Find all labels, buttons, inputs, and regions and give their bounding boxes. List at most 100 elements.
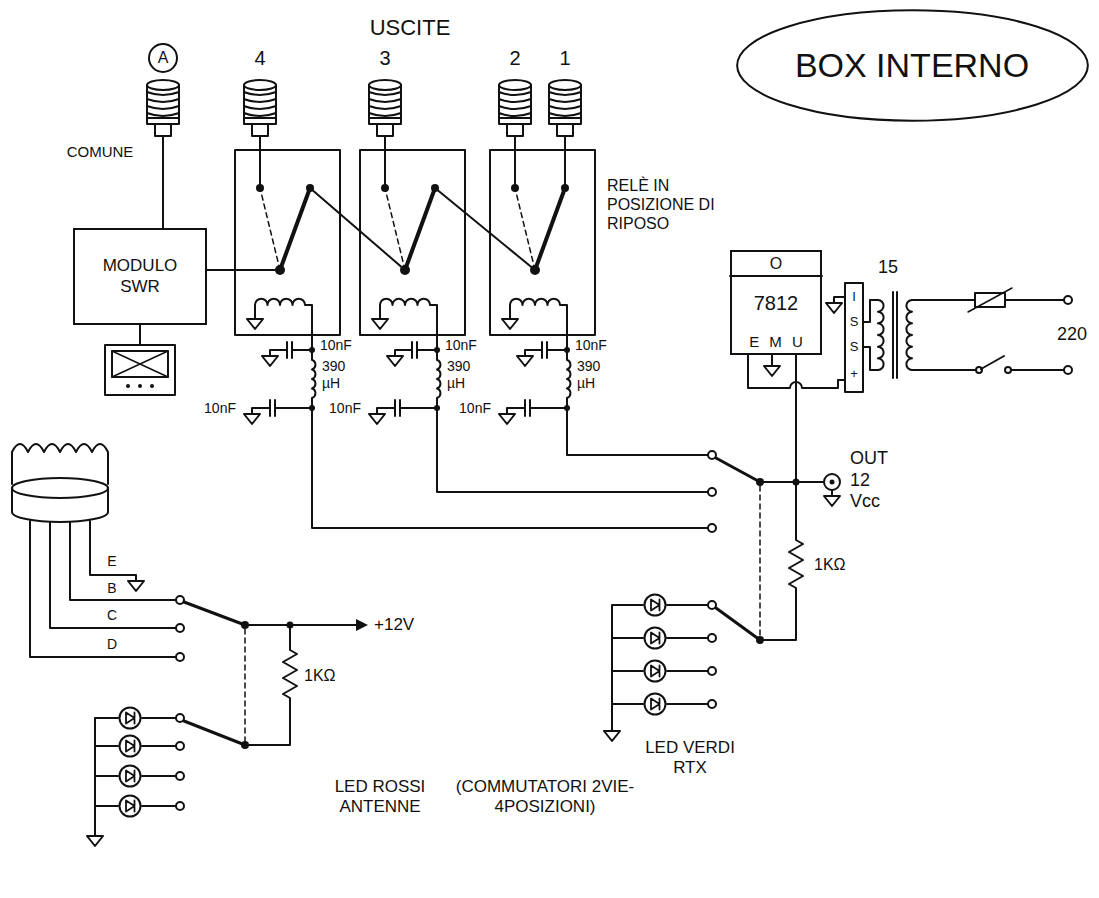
group-label: LED ROSSI ANTENNE <box>323 777 437 818</box>
component-value: 1KΩ <box>302 666 338 685</box>
junction-dot <box>309 405 315 411</box>
wire <box>760 355 824 482</box>
swr-meter-scale <box>112 351 168 377</box>
switch-contact <box>708 524 716 532</box>
switch-blade <box>184 721 245 745</box>
led-symbol <box>645 661 666 682</box>
ground-symbol <box>244 408 260 424</box>
pin-label: + <box>848 366 860 382</box>
relay-contact <box>511 184 519 192</box>
group-label: LED VERDI RTX <box>633 738 747 779</box>
wire <box>205 188 535 270</box>
wire <box>30 521 176 657</box>
swr-module-box: MODULO SWR <box>73 228 207 325</box>
output-number: 2 <box>507 46 522 70</box>
transformer-winding <box>878 300 884 370</box>
inductor-symbol <box>437 350 440 408</box>
ground-symbol <box>87 830 103 846</box>
output-number: 3 <box>377 46 392 70</box>
relay-open-contact <box>260 188 535 270</box>
transformer-winding <box>906 300 912 370</box>
wire <box>139 325 141 345</box>
note: RELÈ IN POSIZIONE DI RIPOSO <box>605 176 729 234</box>
output-jack <box>830 480 835 485</box>
component-value: 390 µH <box>575 358 615 392</box>
ground-symbol <box>369 408 385 424</box>
meter-knob <box>138 384 142 388</box>
wire <box>612 605 708 725</box>
box-label: BOX INTERNO <box>795 45 1029 86</box>
so239-connector <box>369 80 401 136</box>
ground-symbol <box>764 360 780 376</box>
cable-drawing <box>12 478 108 498</box>
ground-symbol <box>387 350 403 366</box>
so239-connector <box>147 80 179 136</box>
resistor-symbol <box>249 625 297 745</box>
switch-contact <box>976 367 982 373</box>
junction-dot <box>793 479 800 486</box>
ground-symbol <box>128 575 144 591</box>
relay-contact <box>306 184 314 192</box>
switch-contact <box>1005 367 1011 373</box>
ground-symbol <box>824 490 840 506</box>
arrow-head <box>356 619 368 631</box>
component-value: 10nF <box>457 400 493 417</box>
relay-coil <box>255 299 312 350</box>
meter-knob <box>150 384 154 388</box>
connector-id: A <box>156 48 171 67</box>
wire-name: D <box>105 636 119 653</box>
so239-connector <box>244 80 276 136</box>
wire <box>312 408 708 528</box>
component-value: 10nF <box>327 400 363 417</box>
junction-dot <box>309 347 315 353</box>
junction-dot <box>287 622 294 629</box>
voltage-label: 15 <box>876 257 900 279</box>
inductor-symbol <box>567 350 570 408</box>
relay-box <box>490 150 595 335</box>
relay-box <box>235 150 340 335</box>
regulator-tab <box>730 275 822 277</box>
wire <box>863 300 878 370</box>
ground-symbol <box>247 313 263 329</box>
mains-switch <box>912 356 1064 370</box>
box-label: 7812 <box>754 291 799 315</box>
led-symbol <box>120 736 141 757</box>
so239-connector <box>549 80 581 136</box>
relay-coil <box>510 299 567 350</box>
mains-terminal <box>1064 366 1072 374</box>
junction-dot <box>564 347 570 353</box>
capacitor-symbol <box>507 400 567 416</box>
output-number: 1 <box>557 46 572 70</box>
mains-terminal <box>1064 296 1072 304</box>
switch-contact <box>176 802 184 810</box>
relay-common <box>275 265 285 275</box>
relay-contact <box>256 184 264 192</box>
ground-symbol <box>262 350 278 366</box>
led-symbol <box>645 628 666 649</box>
fuse-symbol <box>968 288 1012 312</box>
cable-drawing <box>12 488 108 522</box>
switch-contact <box>708 488 716 496</box>
callout-circle <box>149 44 177 72</box>
switch-contact <box>708 700 716 708</box>
resistor-symbol <box>764 482 803 640</box>
component-value: 10nF <box>318 337 354 354</box>
capacitor-symbol <box>252 400 312 416</box>
switch-coupling <box>244 629 246 741</box>
component-value: 390 µH <box>320 358 360 392</box>
led-symbol <box>120 708 141 729</box>
junction-dot <box>434 405 440 411</box>
switch-contact <box>708 667 716 675</box>
switch-contact <box>176 772 184 780</box>
ground-symbol <box>604 725 620 741</box>
bridge-rectifier <box>845 283 863 392</box>
ground-symbol <box>826 297 842 313</box>
swr-meter <box>105 345 175 395</box>
capacitor-symbol <box>377 400 437 416</box>
component-value: 10nF <box>573 337 609 354</box>
note: (COMMUTATORI 2VIE-4POSIZIONI) <box>448 777 642 818</box>
switch-contact <box>176 742 184 750</box>
led-symbol <box>120 796 141 817</box>
